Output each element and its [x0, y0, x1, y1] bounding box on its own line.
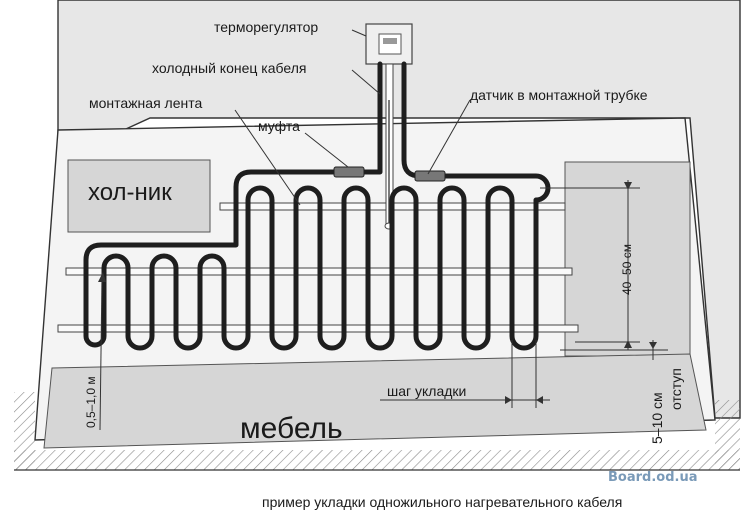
heating-cable: [83, 61, 551, 351]
fridge-label: хол-ник: [88, 179, 172, 206]
fridge-block: [67, 159, 211, 233]
dimension-0-5-1-label: 0,5–1,0 м: [84, 376, 98, 428]
coupling: [333, 166, 365, 178]
dimension-step: [380, 340, 550, 408]
coupling: [414, 170, 446, 182]
floor-hatch-bottom: [14, 450, 740, 470]
furniture-label: мебель: [240, 412, 343, 445]
dimension-5-10: [560, 340, 668, 360]
dimension-40-50: [540, 180, 640, 350]
coupling-label: муфта: [258, 118, 300, 134]
thermostat-unit: [365, 23, 413, 230]
watermark: Board.od.ua: [608, 470, 698, 485]
thermostat-label: терморегулятор: [214, 19, 318, 35]
furniture-block-bottom: [43, 353, 707, 449]
step-label: шаг укладки: [387, 383, 466, 399]
mounting-tape-label: монтажная лента: [89, 95, 202, 111]
dimension-40-50-label: 40–50 см: [620, 244, 634, 295]
indent-label: отступ: [668, 368, 684, 410]
cold-end-label: холодный конец кабеля: [152, 60, 306, 76]
sensor-label: датчик в монтажной трубке: [470, 87, 648, 103]
diagram-caption: пример укладки одножильного нагревательн…: [262, 494, 623, 510]
dimension-5-10-label: 5–10 см: [649, 392, 665, 444]
leader-lines: [234, 29, 471, 206]
dimension-0-5-1: [98, 272, 106, 431]
floor-hatch-right: [715, 400, 740, 470]
